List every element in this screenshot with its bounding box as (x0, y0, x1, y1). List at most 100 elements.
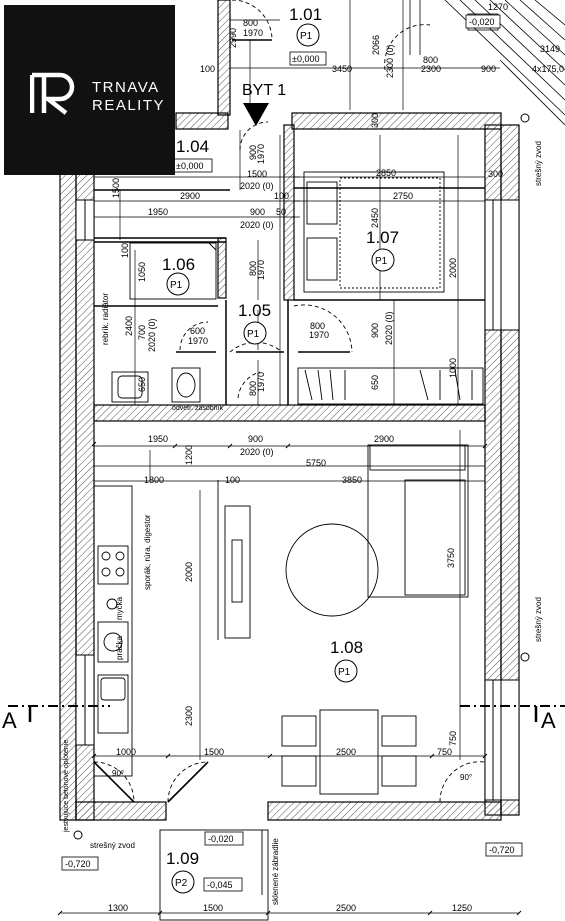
dimension-label: 1200 (184, 445, 194, 465)
dimension-label: 1970 (188, 336, 208, 346)
dimension-label: 600 (190, 326, 205, 336)
dimension-label: 800 (310, 321, 325, 331)
dimension-label: 2500 (336, 903, 356, 913)
dimension-label: 900 (370, 323, 380, 338)
section-ticks (28, 706, 538, 722)
dimension-label: 1970 (309, 330, 329, 340)
company-logo: TRNAVA REALITY (4, 5, 175, 175)
dimension-label: 2000 (448, 258, 458, 278)
wall-upper-left (217, 0, 231, 116)
room-1-01-level: ±0,000 (292, 54, 319, 64)
dimension-label: 1050 (137, 262, 147, 282)
dimension-label: 3850 (342, 475, 362, 485)
room-1-07: 1.07 (366, 228, 399, 247)
note-concrete: jestvujúce betónové oplotenie (63, 740, 70, 833)
wall-top-left (175, 112, 229, 130)
downpipe-top (520, 113, 530, 123)
dimension-label: 2300 (184, 706, 194, 726)
dimension-label: 1950 (148, 207, 168, 217)
note-downpipe-mid: strešný zvod (534, 597, 543, 642)
exterior-walls (59, 0, 520, 821)
dimension-label: 2020 (0) (240, 181, 274, 191)
dimension-label: 2750 (393, 191, 413, 201)
dimension-label: 1800 (144, 475, 164, 485)
wall-bottom-left (75, 801, 167, 821)
dimension-label: 5750 (306, 458, 326, 468)
dimension-label: 2900 (374, 434, 394, 444)
note-hob: sporák, rúra, digestor (143, 514, 152, 590)
wall-bath-right (217, 237, 227, 299)
room-1-05-floor: P1 (247, 329, 260, 340)
dimension-label: 2850 (376, 168, 396, 178)
unit-label: BYT 1 (242, 82, 286, 99)
downpipe-bottom (73, 830, 83, 840)
dimension-label: 3750 (446, 548, 456, 568)
tv-unit (224, 505, 251, 639)
dimension-label: 2020 (0) (240, 447, 274, 457)
room-1-04-level: ±0,000 (176, 161, 203, 171)
section-mark-left: A (2, 708, 17, 733)
dimension-label: 2900 (180, 191, 200, 201)
dimension-label: 3450 (332, 64, 352, 74)
wall-top-right (291, 112, 502, 130)
dimension-label: 800 (248, 261, 258, 276)
dimension-label: 2450 (370, 208, 380, 228)
dimension-label: 1000 (116, 747, 136, 757)
dimension-label: 2000 (184, 562, 194, 582)
logo-mark (30, 72, 75, 115)
dimension-label: 2500 (336, 747, 356, 757)
note-angle-right: 90° (460, 773, 472, 782)
room-1-08: 1.08 (330, 638, 363, 657)
shower-tray (129, 242, 217, 300)
dimension-label: 1250 (452, 903, 472, 913)
furniture (93, 171, 484, 921)
wardrobe (297, 367, 484, 405)
dimension-label: 2300 (421, 64, 441, 74)
door-leaves (93, 39, 350, 803)
dimension-label: 100 (120, 243, 130, 258)
dimension-label: 650 (137, 377, 147, 392)
dimension-label: 2990 (228, 28, 238, 48)
dimension-label: 750 (437, 747, 452, 757)
logo-text-line1: TRNAVA (92, 79, 160, 96)
washbasin (111, 371, 149, 403)
wall-corridor-bottom (93, 404, 486, 422)
wall-bottom-right (267, 801, 502, 821)
room-1-07-floor: P1 (375, 256, 388, 267)
dimension-label: 2400 (124, 316, 134, 336)
dimension-label: 300 (370, 113, 380, 128)
sofa (367, 444, 469, 598)
bed (303, 171, 445, 293)
wall-bedroom-left (283, 124, 295, 301)
note-stair-len: 3149 (540, 44, 560, 54)
level-bottom-door: -0,020 (208, 834, 234, 844)
room-1-06: 1.06 (162, 255, 195, 274)
section-mark-right: A (541, 708, 556, 733)
room-1-09-level: -0,045 (207, 880, 233, 890)
dimension-label: 1970 (243, 28, 263, 38)
dimension-label: 50 (276, 207, 286, 217)
dimension-label: 2020 (0) (147, 318, 157, 352)
room-tag-circles (166, 23, 395, 894)
sink (97, 674, 129, 734)
note-stair-top: 1270 (488, 2, 508, 12)
logo-text-line2: REALITY (92, 97, 166, 114)
dimension-label: 2020 (0) (384, 311, 394, 345)
interior-walls (94, 187, 485, 405)
dimension-label: 700 (137, 325, 147, 340)
note-radiator: rebrík. radiátor (101, 293, 110, 345)
dimension-label: 1300 (108, 903, 128, 913)
dimension-label: 800 (243, 18, 258, 28)
room-1-09-floor: P2 (175, 878, 188, 889)
dimension-label: 900 (248, 145, 258, 160)
note-dishwasher: myčka (115, 596, 124, 620)
dimension-label: 1970 (256, 144, 266, 164)
room-1-01-floor: P1 (300, 31, 313, 42)
note-downpipe-bottom: strešný zvod (90, 841, 135, 850)
dimension-label: 100 (225, 475, 240, 485)
note-railing: sklenené zábradlie (271, 838, 280, 905)
kitchen-counter (93, 485, 133, 777)
dimension-label: 1500 (111, 178, 121, 198)
dimension-label: 100 (274, 191, 289, 201)
